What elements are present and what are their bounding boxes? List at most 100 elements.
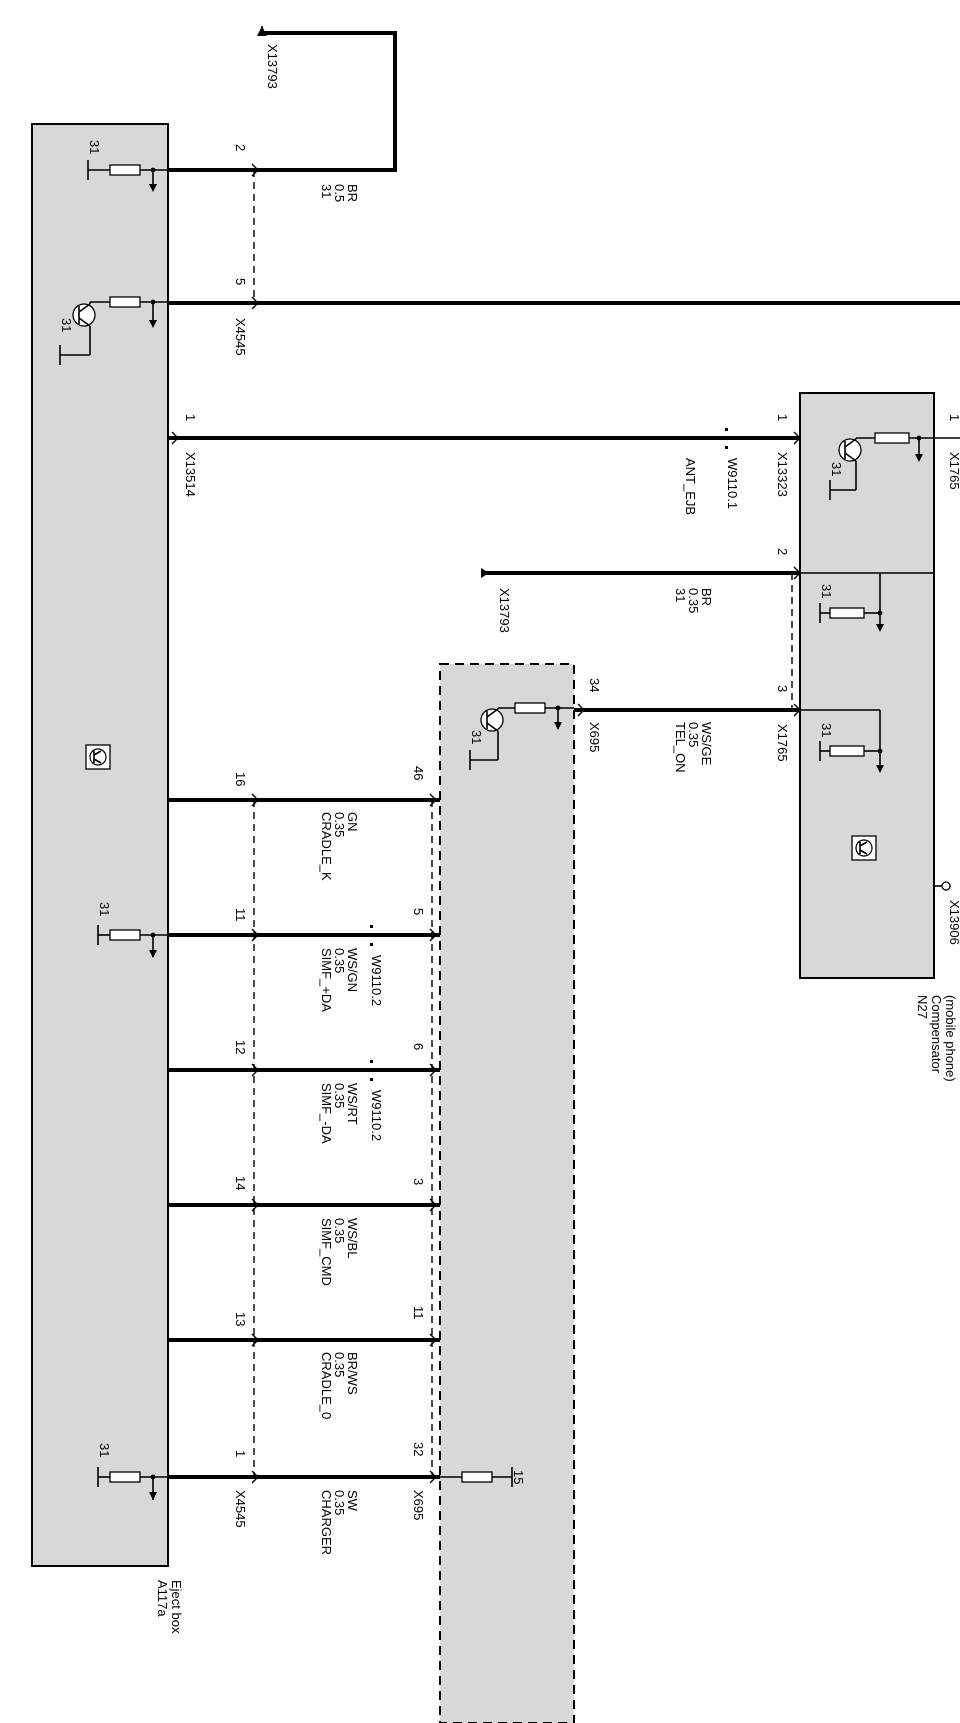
connector-label: X13793 [497, 588, 512, 633]
pin-number: 32 [411, 1442, 426, 1456]
pin-number: 34 [587, 678, 602, 692]
wire-label-31-br-lower: 31 0.35 BR [673, 588, 714, 613]
svg-text:0.35: 0.35 [332, 812, 347, 837]
pin-number: 3 [411, 1178, 426, 1185]
ground-label: 31 [87, 140, 102, 154]
svg-text:0.35: 0.35 [332, 1352, 347, 1377]
head-unit-transistor: 31 [469, 702, 574, 770]
connector-label: X13793 [265, 44, 280, 89]
wire-label-simf-plus-da: SIMF_+DA 0.35 WS/GN [319, 948, 360, 1012]
connector-label: X1765 [775, 724, 790, 762]
wire-31-br-upper [168, 26, 397, 172]
supply-label: 15 [511, 1470, 526, 1484]
svg-text:0.35: 0.35 [686, 588, 701, 613]
svg-text:TEL_ON: TEL_ON [673, 722, 688, 773]
pin-number: 2 [775, 548, 790, 555]
pin-number: 1 [775, 414, 790, 421]
pin-number: 3 [775, 685, 790, 692]
eject-box-transistor-5: 31 [59, 296, 168, 365]
pin-number: 46 [411, 766, 426, 780]
pin-number: 11 [411, 1306, 426, 1320]
pin-number: 1 [183, 414, 198, 421]
svg-text:WS/GN: WS/GN [345, 948, 360, 992]
wire-label-cradle-0: CRADLE_0 0.35 BR/WS [319, 1352, 360, 1419]
svg-text:SIMF_+DA: SIMF_+DA [319, 948, 334, 1012]
pin-number: 11 [233, 908, 248, 922]
svg-text:A117a: A117a [155, 1580, 170, 1617]
pin-number: 6 [411, 1043, 426, 1050]
x13906-terminal [934, 881, 951, 891]
ground-label: 31 [97, 1443, 112, 1457]
svg-text:SIMF_CMD: SIMF_CMD [319, 1218, 334, 1286]
wire-label-charger: CHARGER 0.35 SW [319, 1490, 360, 1555]
head-unit-module [439, 663, 575, 1723]
gateway-icon [85, 744, 111, 770]
pin-number: 5 [233, 278, 248, 285]
compensator-module [799, 392, 935, 979]
compensator-ground-resistor-3: 31 [800, 709, 884, 773]
svg-text:BR: BR [699, 588, 714, 606]
connector-label: X4545 [233, 318, 248, 356]
svg-text:N27: N27 [915, 995, 930, 1019]
svg-text:0.35: 0.35 [332, 1490, 347, 1515]
svg-text:CHARGER: CHARGER [319, 1490, 334, 1555]
gateway-icon [851, 835, 877, 861]
svg-text:SW: SW [345, 1490, 360, 1512]
wire-label-31-br-upper: 31 0.5 BR [319, 184, 360, 202]
svg-text:WS/BL: WS/BL [345, 1218, 360, 1258]
compensator-ground-resistor-2: 31 [800, 572, 934, 632]
pin-number: 1 [947, 414, 960, 421]
wire-label-cradle-k: CRADLE_K 0.35 GN [319, 812, 360, 881]
svg-text:Eject box: Eject box [169, 1580, 184, 1634]
head-unit-supply-resistor: 15 [440, 1467, 526, 1487]
svg-text:WS/GE: WS/GE [699, 722, 714, 766]
connector-label: X13906 [947, 900, 960, 945]
connector-label: X695 [587, 722, 602, 752]
svg-text:31: 31 [319, 184, 334, 198]
pin-number: 1 [233, 1450, 248, 1457]
connector-label: X13323 [775, 452, 790, 497]
ground-label: 31 [829, 462, 844, 476]
wire-label-simf-minus-da: SIMF_-DA 0.35 WS/RT [319, 1083, 360, 1144]
connector-label: X695 [411, 1490, 426, 1520]
svg-text:0.35: 0.35 [332, 1083, 347, 1108]
connector-label: X13514 [183, 452, 198, 497]
svg-text:CRADLE_0: CRADLE_0 [319, 1352, 334, 1419]
svg-text:(mobile phone): (mobile phone) [943, 995, 958, 1082]
svg-text:WS/RT: WS/RT [345, 1083, 360, 1125]
svg-text:31: 31 [673, 588, 688, 602]
splice-label: W9110.1 [725, 458, 740, 509]
compensator-transistor: 31 [829, 432, 934, 500]
pin-number: 12 [233, 1040, 248, 1054]
connector-label: X4545 [233, 1490, 248, 1528]
ground-label: 31 [59, 318, 74, 332]
svg-text:0.5: 0.5 [332, 184, 347, 202]
svg-text:0.35: 0.35 [686, 722, 701, 747]
pin-number: 14 [233, 1176, 248, 1190]
compensator-label: N27 Compensator (mobile phone) [915, 995, 958, 1082]
wire-label-tel-on: TEL_ON 0.35 WS/GE [673, 722, 714, 773]
svg-text:CRADLE_K: CRADLE_K [319, 812, 334, 881]
svg-text:BR: BR [345, 184, 360, 202]
splice-label: W9110.2 [369, 955, 384, 1006]
wire-label-ant-ejb: ANT_EJB [683, 458, 698, 515]
ground-label: 31 [819, 723, 834, 737]
splice-markers [370, 428, 728, 1081]
pin-number: 2 [233, 144, 248, 151]
connector-label: X1765 [947, 452, 960, 490]
svg-text:0.35: 0.35 [332, 1218, 347, 1243]
eject-box-ground-resistor-11: 31 [97, 902, 168, 958]
pin-number: 16 [233, 772, 248, 786]
ground-label: 31 [97, 902, 112, 916]
wire-label-simf-cmd: SIMF_CMD 0.35 WS/BL [319, 1218, 360, 1286]
wire-31-br-lower [481, 568, 800, 578]
svg-text:BR/WS: BR/WS [345, 1352, 360, 1395]
ground-label: 31 [819, 584, 834, 598]
svg-text:SIMF_-DA: SIMF_-DA [319, 1083, 334, 1144]
connector-chevrons [171, 163, 801, 1484]
svg-text:Compensator: Compensator [929, 995, 944, 1074]
svg-text:0.35: 0.35 [332, 948, 347, 973]
eject-box-module [31, 123, 169, 1567]
pin-number: 5 [411, 908, 426, 915]
